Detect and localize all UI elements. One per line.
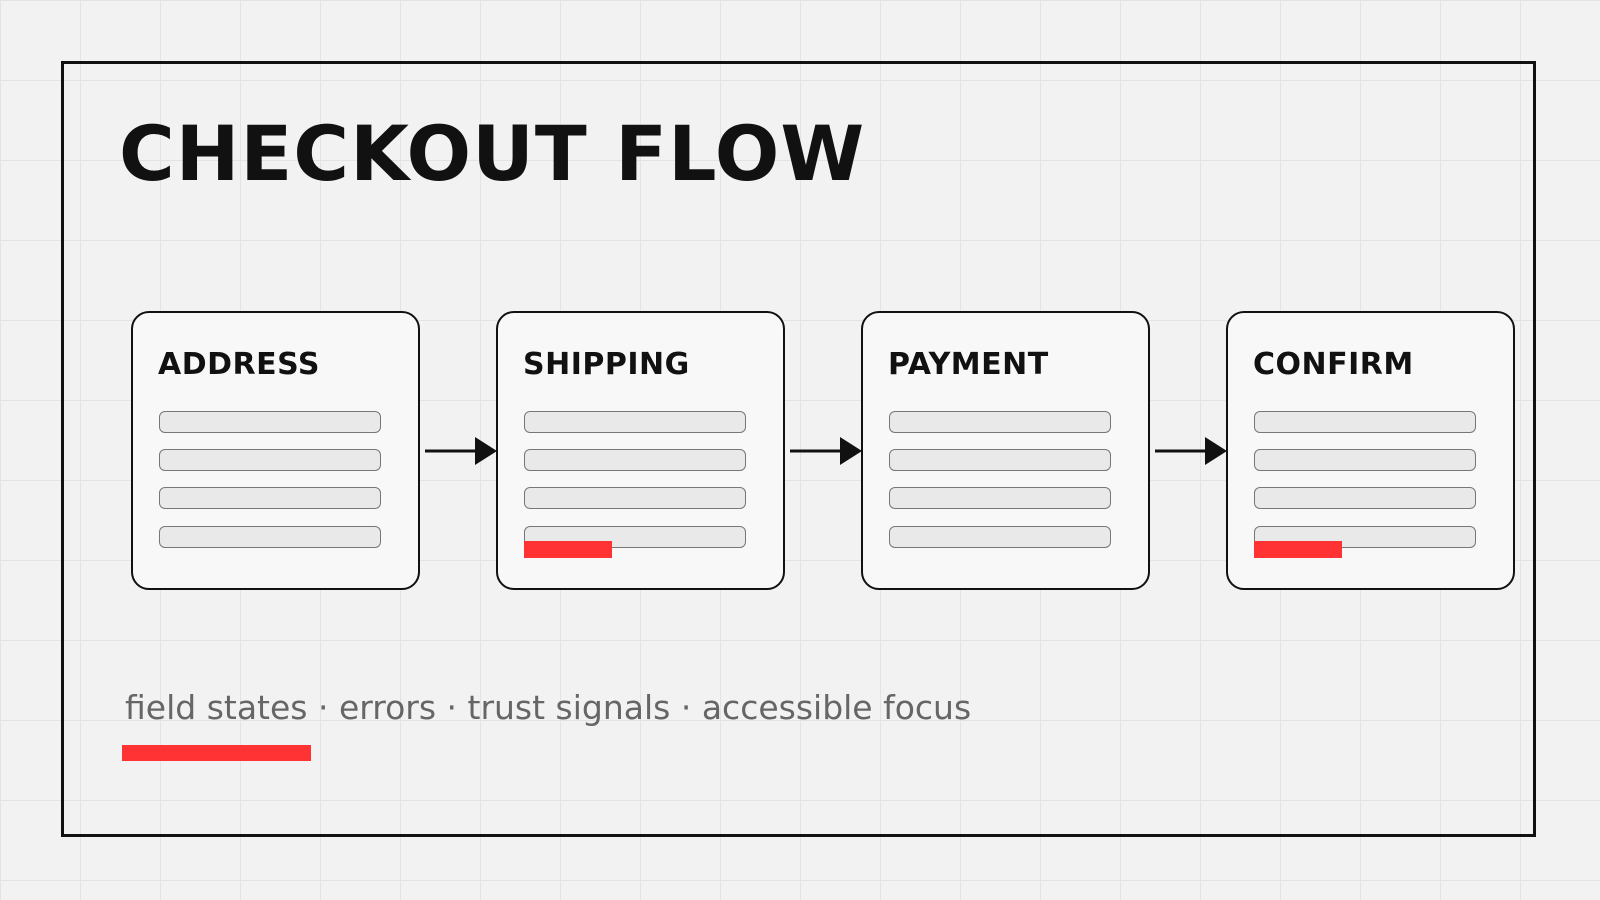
error-indicator xyxy=(524,541,612,558)
form-field-placeholder xyxy=(1254,449,1476,471)
step-title: SHIPPING xyxy=(523,347,690,382)
form-field-placeholder xyxy=(1254,411,1476,433)
caption: field states · errors · trust signals · … xyxy=(125,688,972,727)
arrow-right-icon xyxy=(425,437,497,465)
page-title: CHECKOUT FLOW xyxy=(119,109,866,198)
step-title: ADDRESS xyxy=(158,347,320,382)
form-field-placeholder xyxy=(889,487,1111,509)
step-title: PAYMENT xyxy=(888,347,1049,382)
form-field-placeholder xyxy=(889,526,1111,548)
form-field-placeholder xyxy=(889,449,1111,471)
arrow-right-icon xyxy=(1155,437,1227,465)
step-title: CONFIRM xyxy=(1253,347,1414,382)
caption-accent-underline xyxy=(122,745,311,761)
step-card-payment: PAYMENT xyxy=(861,311,1150,590)
form-field-placeholder xyxy=(524,411,746,433)
form-field-placeholder xyxy=(524,449,746,471)
form-field-placeholder xyxy=(159,449,381,471)
step-card-shipping: SHIPPING xyxy=(496,311,785,590)
step-card-confirm: CONFIRM xyxy=(1226,311,1515,590)
form-field-placeholder xyxy=(524,487,746,509)
form-field-placeholder xyxy=(889,411,1111,433)
form-field-placeholder xyxy=(159,487,381,509)
form-field-placeholder xyxy=(1254,487,1476,509)
form-field-placeholder xyxy=(159,526,381,548)
form-field-placeholder xyxy=(159,411,381,433)
diagram-frame xyxy=(61,61,1536,837)
error-indicator xyxy=(1254,541,1342,558)
step-card-address: ADDRESS xyxy=(131,311,420,590)
arrow-right-icon xyxy=(790,437,862,465)
